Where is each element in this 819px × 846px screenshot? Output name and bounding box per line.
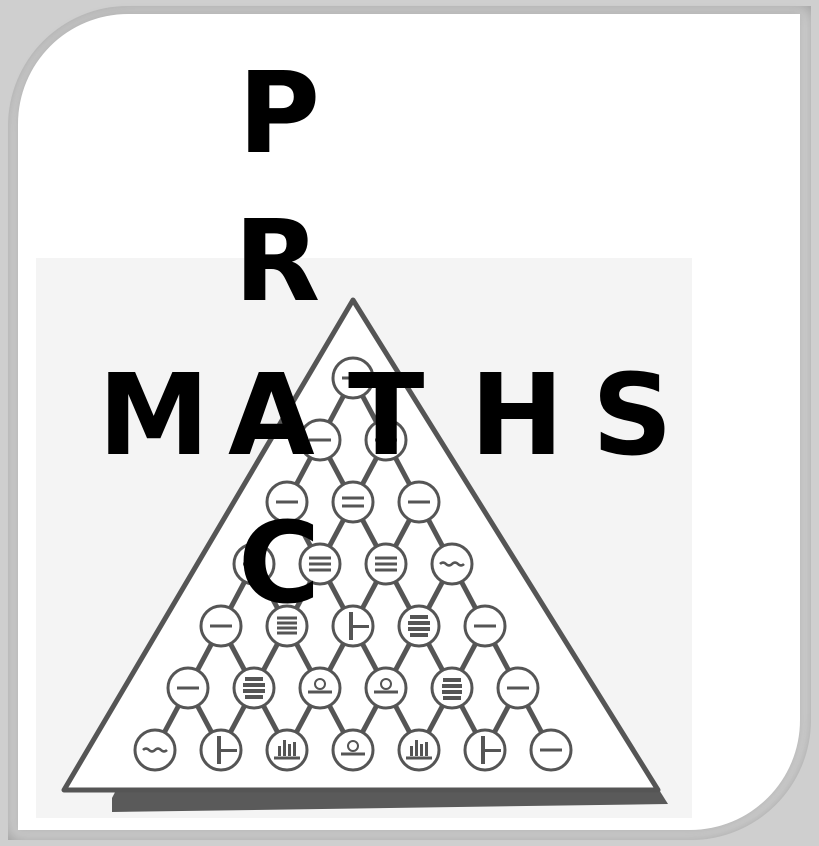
pyramid-node [463, 728, 507, 772]
pyramid-node [298, 666, 342, 710]
logo-letter-m: M [98, 351, 210, 481]
pyramid-node [430, 666, 474, 710]
pyramid-node [397, 480, 441, 524]
pyramid-node [331, 356, 375, 400]
pyramid-nodes [133, 356, 573, 772]
logo-letter-s: S [592, 351, 673, 481]
pyramid-node [298, 418, 342, 462]
pyramid-node [199, 604, 243, 648]
pyramid-node [232, 666, 276, 710]
pyramid-node [232, 542, 276, 586]
pyramid-node [529, 728, 573, 772]
pyramid-node [331, 728, 375, 772]
pyramid-node [133, 728, 177, 772]
logo-letter-c: C [238, 499, 321, 629]
pyramid-node [463, 604, 507, 648]
pyramid-node [265, 480, 309, 524]
logo-letter-r: R [234, 197, 321, 327]
logo-letter-t: T [348, 351, 425, 481]
pyramid-node [364, 542, 408, 586]
pyramid-node [166, 666, 210, 710]
pyramid-node [397, 728, 441, 772]
pyramid-node [397, 604, 441, 648]
pyramid-node [265, 604, 309, 648]
pyramid-node [430, 542, 474, 586]
pyramid-node [265, 728, 309, 772]
pyramid-node [199, 728, 243, 772]
pyramid-node [298, 542, 342, 586]
logo-letter-a: A [228, 351, 315, 481]
pyramid-node [364, 418, 408, 462]
logo-letter-p: P [238, 49, 321, 179]
pyramid-node [331, 604, 375, 648]
pyramid-node [331, 480, 375, 524]
logo-letter-h: H [470, 351, 564, 481]
pyramid-node [364, 666, 408, 710]
pyramid-node [496, 666, 540, 710]
